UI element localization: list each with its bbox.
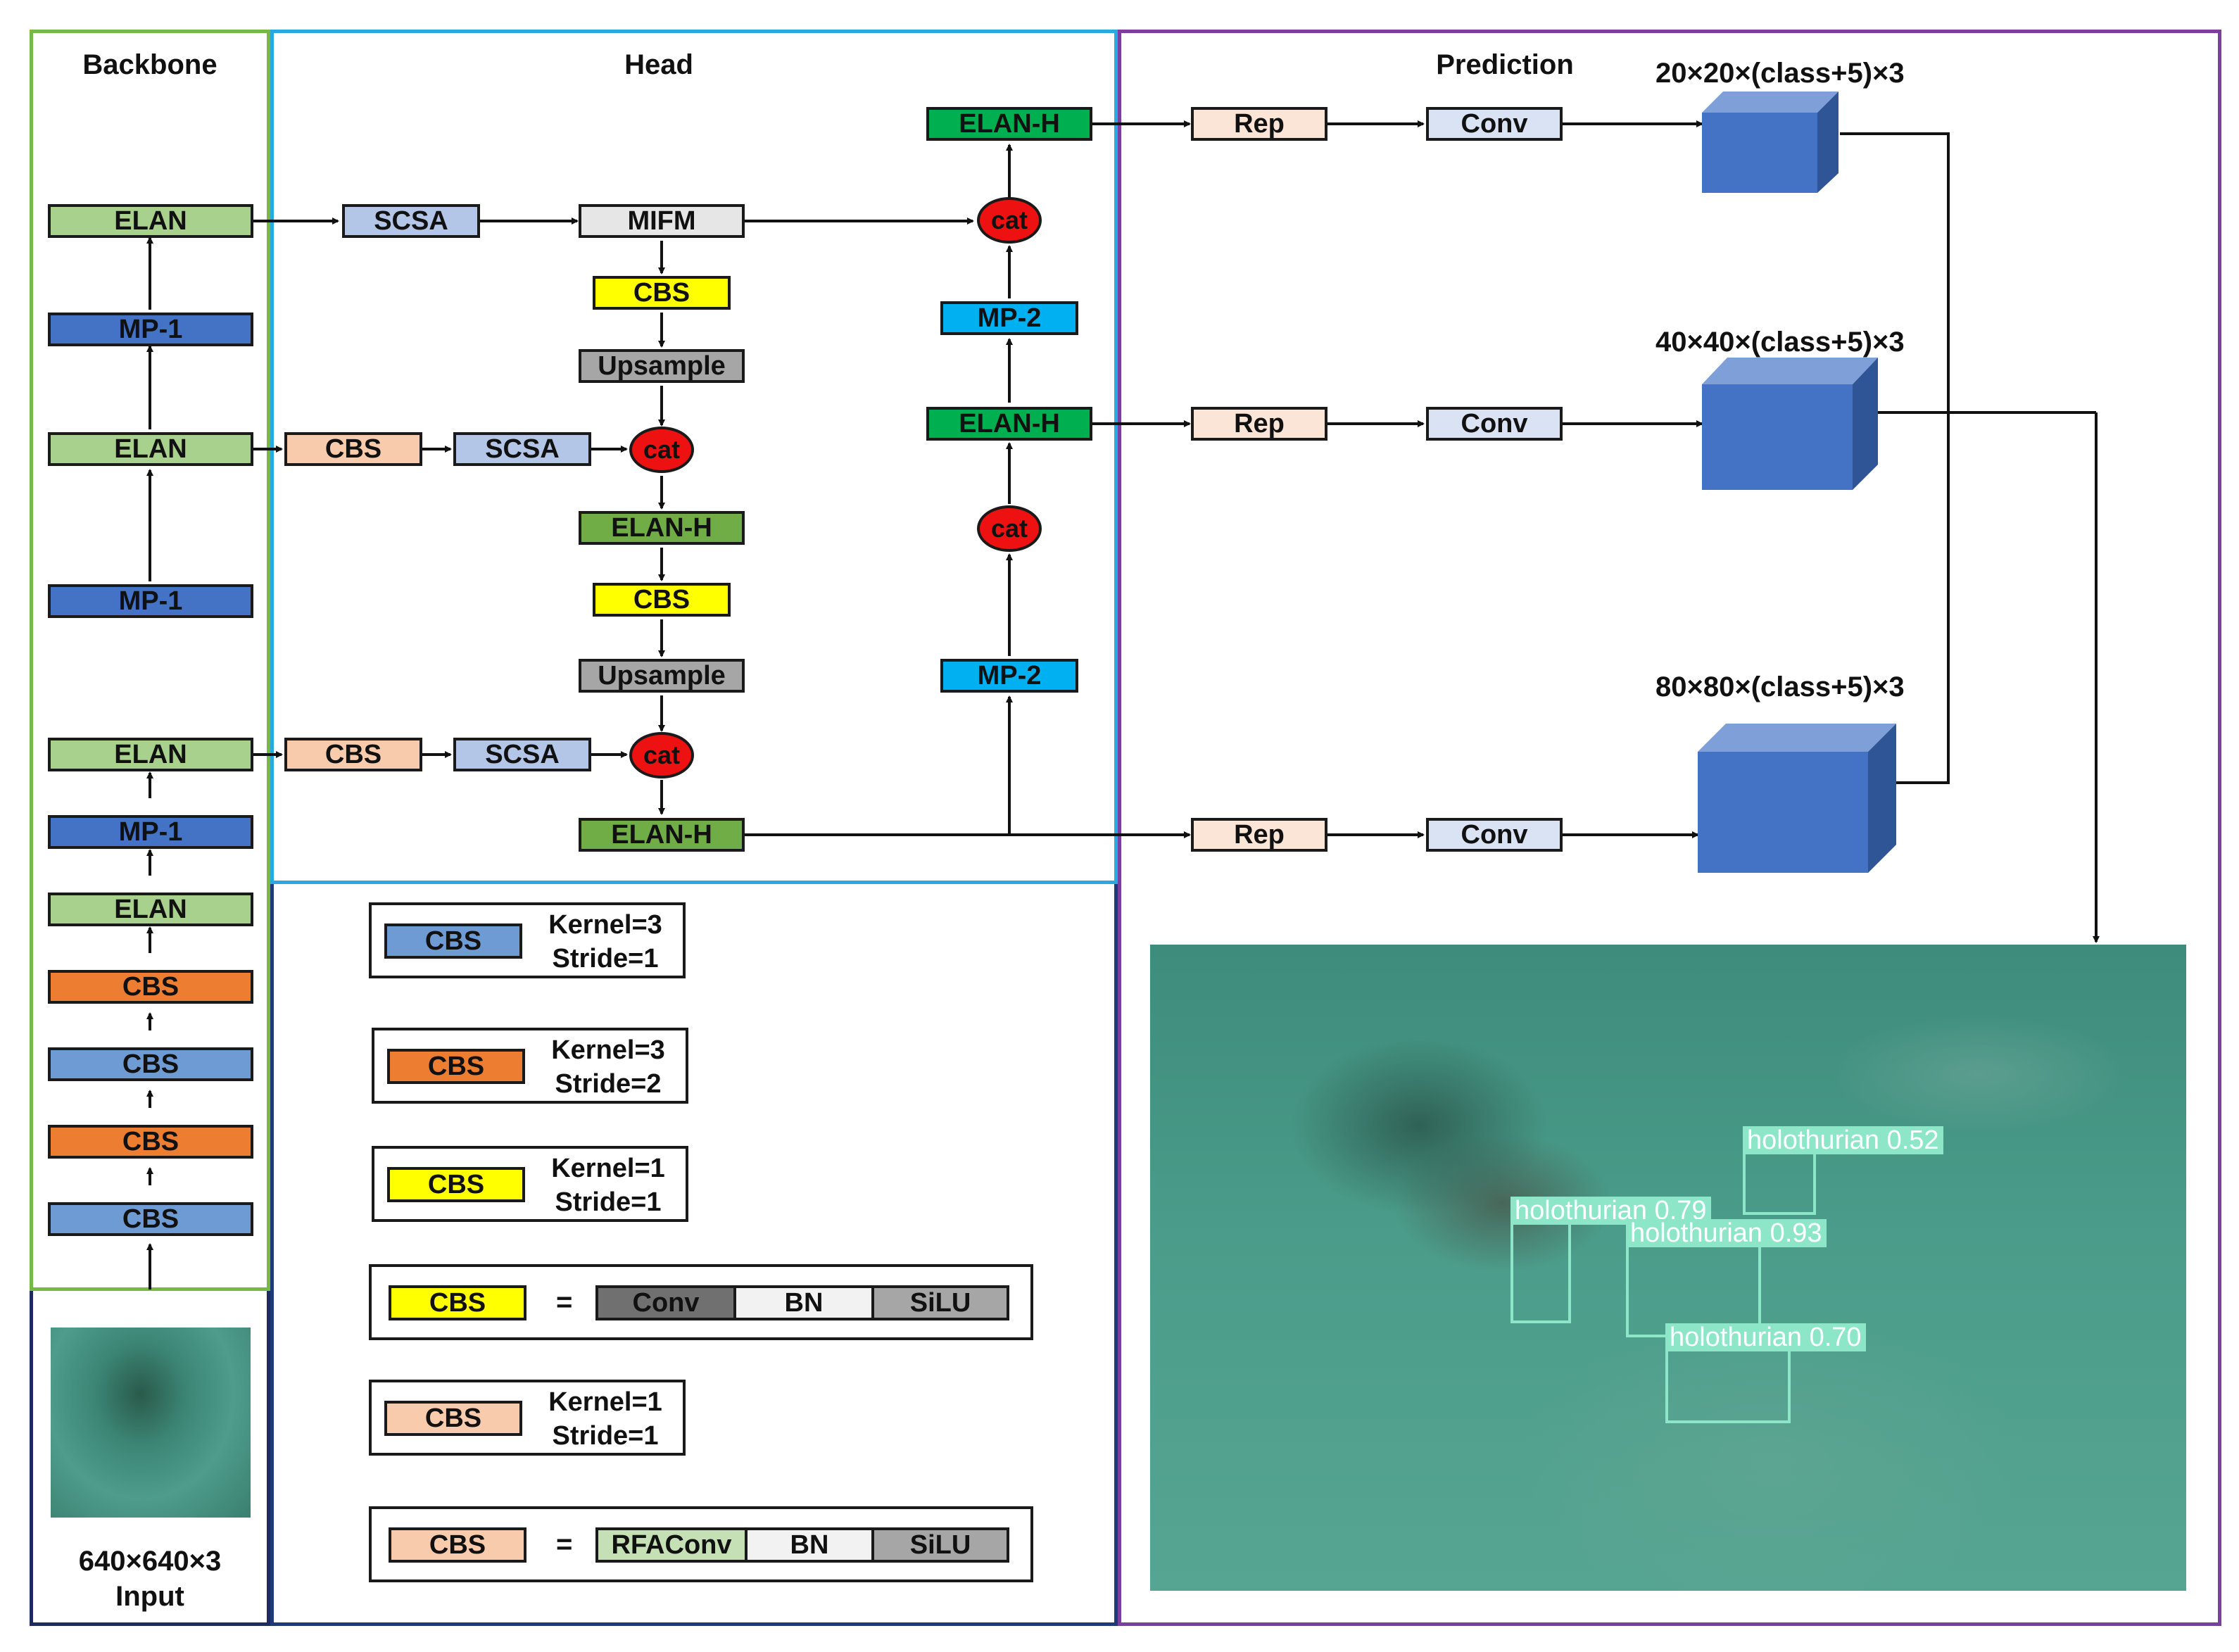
head-cat-1: cat bbox=[629, 427, 694, 473]
pred-rep-low: Rep bbox=[1191, 818, 1327, 852]
legend-item-1: CBS Kernel=3 Stride=1 bbox=[369, 902, 686, 978]
head-upsample-1: Upsample bbox=[579, 349, 745, 383]
legend-item-3: CBS Kernel=1 Stride=1 bbox=[372, 1146, 688, 1222]
head-scsa-mid: SCSA bbox=[453, 432, 591, 466]
legend-4-silu: SiLU bbox=[871, 1285, 1009, 1320]
detection-box-1 bbox=[1743, 1145, 1816, 1215]
head-elan-h-4: ELAN-H bbox=[926, 107, 1092, 141]
head-upsample-2: Upsample bbox=[579, 659, 745, 693]
input-panel bbox=[30, 1291, 270, 1626]
pred-rep-mid: Rep bbox=[1191, 407, 1327, 441]
legend-6-silu: SiLU bbox=[871, 1527, 1009, 1563]
detection-label-4: holothurian 0.70 bbox=[1665, 1323, 1866, 1351]
out-small-label: 20×20×(class+5)×3 bbox=[1655, 58, 1905, 89]
backbone-elan-4: ELAN bbox=[48, 204, 253, 238]
detection-label-3: holothurian 0.93 bbox=[1626, 1219, 1827, 1247]
legend-3-stride: Stride=1 bbox=[555, 1187, 662, 1217]
head-cbs-peach-2: CBS bbox=[284, 738, 422, 771]
legend-item-6: CBS = RFAConv BN SiLU bbox=[369, 1506, 1033, 1582]
prediction-title: Prediction bbox=[1436, 49, 1574, 80]
legend-item-5: CBS Kernel=1 Stride=1 bbox=[369, 1380, 686, 1456]
head-cat-2: cat bbox=[629, 732, 694, 778]
head-cat-3: cat bbox=[977, 505, 1042, 552]
legend-cbs-peach-def: CBS bbox=[389, 1527, 526, 1563]
legend-item-2: CBS Kernel=3 Stride=2 bbox=[372, 1028, 688, 1104]
legend-cbs-yellow-def: CBS bbox=[389, 1285, 526, 1320]
backbone-elan-1: ELAN bbox=[48, 893, 253, 926]
backbone-cbs-orange-2: CBS bbox=[48, 970, 253, 1004]
head-cbs-peach-1: CBS bbox=[284, 432, 422, 466]
head-cat-4: cat bbox=[977, 197, 1042, 244]
legend-5-stride: Stride=1 bbox=[552, 1421, 659, 1451]
head-title: Head bbox=[624, 49, 693, 80]
legend-item-4: CBS = Conv BN SiLU bbox=[369, 1264, 1033, 1340]
backbone-mp1-a: MP-1 bbox=[48, 815, 253, 849]
legend-cbs-blue: CBS bbox=[384, 923, 522, 959]
head-cbs-yellow-1: CBS bbox=[593, 276, 731, 310]
backbone-cbs-blue-2: CBS bbox=[48, 1047, 253, 1081]
legend-2-kernel: Kernel=3 bbox=[551, 1035, 665, 1065]
backbone-cbs-blue-1: CBS bbox=[48, 1202, 253, 1236]
detection-box-2 bbox=[1510, 1215, 1571, 1323]
pred-conv-low: Conv bbox=[1426, 818, 1563, 852]
head-elan-h-3: ELAN-H bbox=[926, 407, 1092, 441]
detection-label-1: holothurian 0.52 bbox=[1743, 1126, 1943, 1154]
cube-large-icon bbox=[1698, 724, 1896, 873]
out-large-label: 80×80×(class+5)×3 bbox=[1655, 671, 1905, 702]
out-mid-label: 40×40×(class+5)×3 bbox=[1655, 327, 1905, 358]
head-elan-h-1: ELAN-H bbox=[579, 511, 745, 545]
head-scsa-low: SCSA bbox=[453, 738, 591, 771]
cube-small-icon bbox=[1702, 92, 1838, 193]
backbone-cbs-orange-1: CBS bbox=[48, 1125, 253, 1159]
legend-6-rfaconv: RFAConv bbox=[595, 1527, 745, 1563]
legend-4-equals: = bbox=[556, 1287, 573, 1318]
legend-6-bn: BN bbox=[745, 1527, 871, 1563]
legend-cbs-peach: CBS bbox=[384, 1401, 522, 1436]
pred-conv-top: Conv bbox=[1426, 107, 1563, 141]
legend-3-kernel: Kernel=1 bbox=[551, 1154, 665, 1183]
legend-cbs-orange: CBS bbox=[387, 1049, 525, 1084]
head-panel bbox=[270, 30, 1118, 884]
legend-panel bbox=[270, 884, 1118, 1626]
legend-1-stride: Stride=1 bbox=[552, 944, 659, 973]
pred-conv-mid: Conv bbox=[1426, 407, 1563, 441]
head-scsa-top: SCSA bbox=[342, 204, 480, 238]
input-label: Input bbox=[115, 1581, 184, 1612]
input-image bbox=[51, 1328, 251, 1518]
prediction-panel bbox=[1118, 30, 2221, 1626]
detection-box-4 bbox=[1665, 1342, 1791, 1423]
head-cbs-yellow-2: CBS bbox=[593, 583, 731, 617]
backbone-mp1-c: MP-1 bbox=[48, 313, 253, 346]
backbone-elan-2: ELAN bbox=[48, 738, 253, 771]
head-mifm: MIFM bbox=[579, 204, 745, 238]
head-mp2-low: MP-2 bbox=[940, 659, 1078, 693]
head-mp2-high: MP-2 bbox=[940, 301, 1078, 335]
backbone-elan-3: ELAN bbox=[48, 432, 253, 466]
backbone-mp1-b: MP-1 bbox=[48, 584, 253, 618]
pred-rep-top: Rep bbox=[1191, 107, 1327, 141]
legend-6-equals: = bbox=[556, 1529, 573, 1560]
legend-cbs-yellow: CBS bbox=[387, 1167, 525, 1202]
legend-4-conv: Conv bbox=[595, 1285, 733, 1320]
legend-4-bn: BN bbox=[733, 1285, 871, 1320]
legend-1-kernel: Kernel=3 bbox=[548, 910, 662, 940]
head-elan-h-2: ELAN-H bbox=[579, 818, 745, 852]
legend-2-stride: Stride=2 bbox=[555, 1069, 662, 1099]
detection-image bbox=[1150, 945, 2186, 1591]
input-dims: 640×640×3 bbox=[78, 1546, 222, 1577]
legend-5-kernel: Kernel=1 bbox=[548, 1387, 662, 1417]
cube-mid-icon bbox=[1702, 358, 1878, 490]
backbone-title: Backbone bbox=[82, 49, 217, 80]
